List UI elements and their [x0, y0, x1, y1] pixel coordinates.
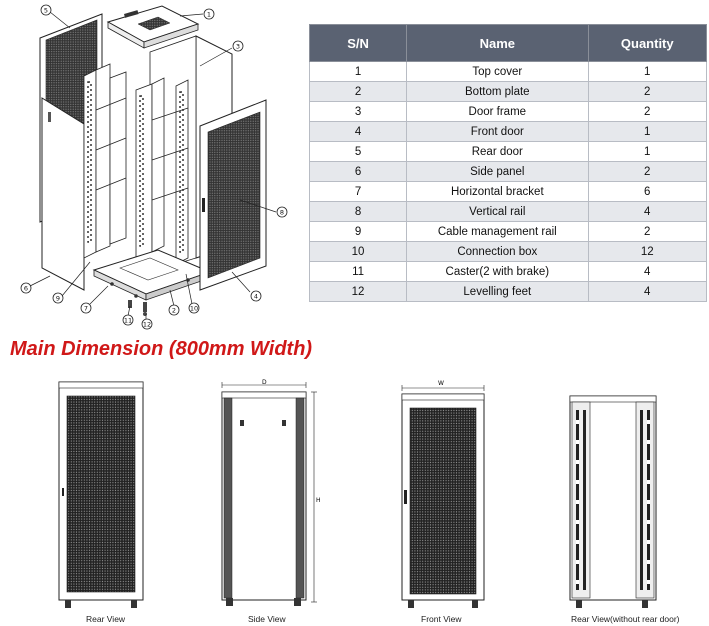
cell-quantity: 12	[587, 241, 708, 262]
cell-quantity: 6	[587, 181, 708, 202]
exploded-cabinet-diagram	[29, 5, 277, 322]
header-quantity: Quantity	[587, 24, 708, 62]
svg-text:11: 11	[124, 316, 132, 324]
cell-sn: 3	[308, 101, 408, 122]
cell-name: Top cover	[406, 61, 589, 82]
callout-4: 4	[250, 290, 262, 302]
cell-sn: 10	[308, 241, 408, 262]
cell-name: Horizontal bracket	[406, 181, 589, 202]
callout-7: 7	[80, 302, 92, 314]
side-panel-part	[41, 97, 85, 291]
svg-text:1: 1	[207, 10, 211, 18]
svg-text:3: 3	[236, 42, 240, 50]
svg-text:2: 2	[172, 306, 176, 314]
cell-quantity: 2	[587, 161, 708, 182]
callout-leaders	[29, 11, 277, 322]
svg-text:5: 5	[44, 6, 48, 14]
callout-1: 1	[203, 8, 215, 20]
cell-quantity: 2	[587, 221, 708, 242]
cell-name: Door frame	[406, 101, 589, 122]
callout-3: 3	[232, 40, 244, 52]
cell-name: Rear door	[406, 141, 589, 162]
svg-text:10: 10	[190, 304, 198, 312]
cell-name: Cable management rail	[406, 221, 589, 242]
callout-2: 2	[168, 304, 180, 316]
cell-quantity: 1	[587, 141, 708, 162]
cell-sn: 9	[308, 221, 408, 242]
cell-quantity: 2	[587, 101, 708, 122]
main-dimension-heading: Main Dimension (800mm Width)	[10, 338, 313, 360]
front-door-part	[199, 99, 267, 291]
cell-sn: 1	[308, 61, 408, 82]
side-height-label: H	[316, 497, 321, 504]
cell-name: Side panel	[406, 161, 589, 182]
cell-name: Bottom plate	[406, 81, 589, 102]
cell-quantity: 4	[587, 201, 708, 222]
cell-quantity: 2	[587, 81, 708, 102]
cell-sn: 2	[308, 81, 408, 102]
rear-view-drawing	[58, 381, 144, 608]
svg-text:8: 8	[280, 208, 284, 216]
rear-view-without-door-drawing	[569, 395, 657, 608]
cell-name: Front door	[406, 121, 589, 142]
top-cover-part	[106, 5, 200, 49]
cell-sn: 12	[308, 281, 408, 302]
callout-11: 11	[122, 314, 134, 326]
rear-view-without-door-label: Rear View(without rear door)	[571, 614, 680, 624]
header-sn: S/N	[308, 24, 408, 62]
cell-quantity: 1	[587, 61, 708, 82]
svg-text:7: 7	[84, 304, 88, 312]
cell-sn: 11	[308, 261, 408, 282]
cell-quantity: 4	[587, 261, 708, 282]
cell-name: Connection box	[406, 241, 589, 262]
callout-layer: 5 1 3 8 4 6 9 7 10 2 11 12	[20, 4, 288, 330]
callout-10: 10	[188, 302, 200, 314]
cell-sn: 7	[308, 181, 408, 202]
cell-quantity: 1	[587, 121, 708, 142]
bottom-plate-part	[92, 249, 212, 301]
cell-sn: 5	[308, 141, 408, 162]
cell-sn: 4	[308, 121, 408, 142]
cell-quantity: 4	[587, 281, 708, 302]
cell-sn: 8	[308, 201, 408, 222]
table-header-row: S/N Name Quantity	[308, 24, 708, 62]
callout-8: 8	[276, 206, 288, 218]
front-width-label: W	[438, 380, 444, 387]
svg-text:12: 12	[143, 320, 151, 328]
callout-6: 6	[20, 282, 32, 294]
svg-text:6: 6	[24, 284, 28, 292]
callout-9: 9	[52, 292, 64, 304]
svg-text:9: 9	[56, 294, 60, 302]
rear-view-label: Rear View	[86, 614, 126, 624]
svg-text:4: 4	[254, 292, 258, 300]
callout-5: 5	[40, 4, 52, 16]
cell-name: Vertical rail	[406, 201, 589, 222]
side-depth-label: D	[262, 379, 267, 386]
header-name: Name	[406, 24, 589, 62]
cell-sn: 6	[308, 161, 408, 182]
cell-name: Caster(2 with brake)	[406, 261, 589, 282]
callout-12: 12	[141, 318, 153, 330]
side-view-label: Side View	[248, 614, 286, 624]
rail-holes	[87, 81, 184, 253]
side-view-drawing: D H	[221, 379, 321, 606]
front-view-drawing: W	[401, 380, 485, 608]
front-view-label: Front View	[421, 614, 462, 624]
cell-name: Levelling feet	[406, 281, 589, 302]
vertical-rails-part	[83, 63, 189, 265]
